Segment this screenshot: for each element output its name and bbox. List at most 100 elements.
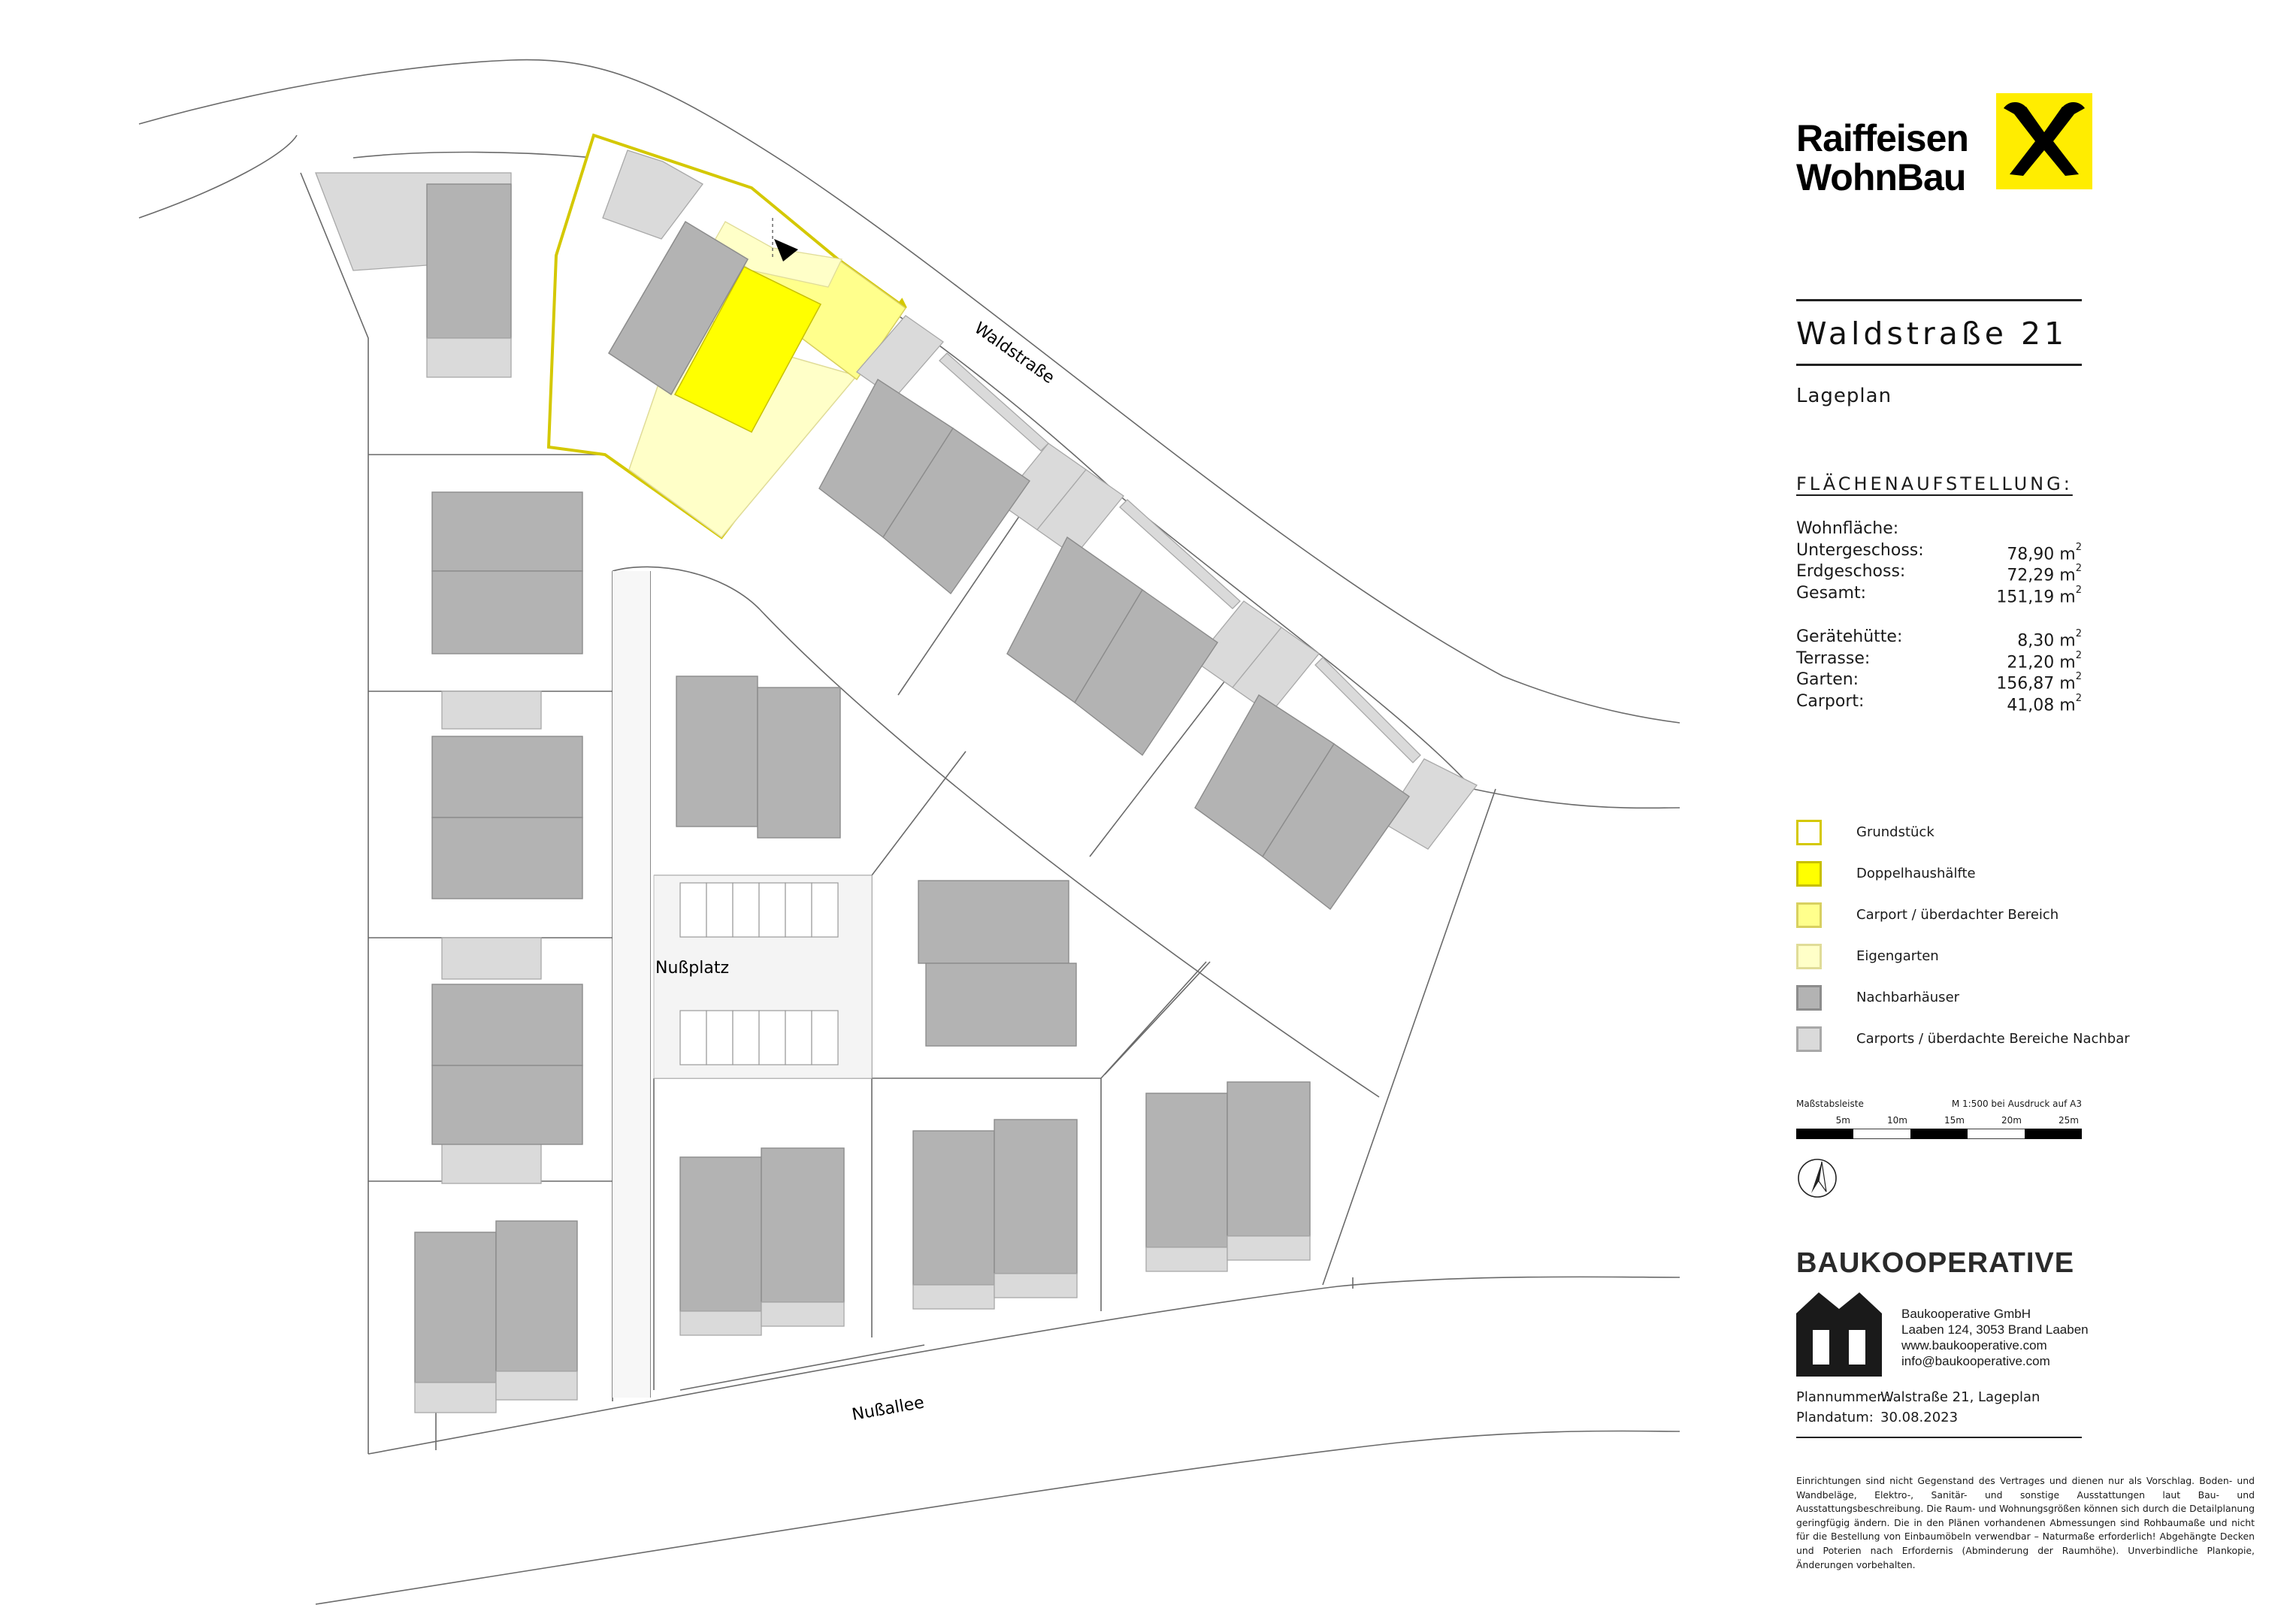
diagonal-lot-line <box>612 566 1380 1098</box>
area-label: Garten: <box>1796 670 1859 689</box>
scale-bar <box>1796 1129 2082 1139</box>
scale-note: M 1:500 bei Ausdruck auf A3 <box>1951 1099 2082 1109</box>
area-value: 151,19 m2 <box>1996 584 2082 606</box>
area-value: 156,87 m2 <box>1996 671 2082 694</box>
area-row: Gesamt: 151,19 m2 <box>1796 583 2082 606</box>
nussallee-north-edge <box>368 1276 1680 1455</box>
neighbor-terrace-northwest <box>426 337 512 378</box>
area-row: Garten: 156,87 m2 <box>1796 669 2082 694</box>
legend-item: Carports / überdachte Bereiche Nachbar <box>1796 1018 2217 1059</box>
nussallee-south-edge <box>315 1430 1680 1605</box>
neighbor-house-attached <box>607 220 749 396</box>
area-label: Erdgeschoss: <box>1796 562 1906 581</box>
area-label: Carport: <box>1796 691 1865 711</box>
scale-tick-label: 25m <box>2059 1115 2079 1126</box>
legend-label: Grundstück <box>1856 824 1935 840</box>
address-line: Laaben 124, 3053 Brand Laaben <box>1901 1322 2089 1337</box>
area-value: 78,90 m2 <box>2007 541 2082 564</box>
scale-tick-label: 15m <box>1944 1115 1965 1126</box>
area-row: Untergeschoss: 78,90 m2 <box>1796 540 2082 564</box>
waldstrasse-outer-edge <box>138 59 1680 724</box>
address-line: Baukooperative GmbH <box>1901 1307 2031 1321</box>
east-lot-edge <box>1322 788 1496 1289</box>
legend-label: Nachbarhäuser <box>1856 990 1960 1005</box>
area-value: 72,29 m2 <box>2007 563 2082 585</box>
legend-label: Doppelhaushälfte <box>1856 866 1976 881</box>
legend-swatch <box>1796 819 1822 845</box>
area-heading: FLÄCHENAUFSTELLUNG: <box>1796 473 2073 494</box>
site-plan-drawing: Waldstraße Nußallee Nußplatz <box>138 59 1680 1605</box>
entrance-arrow-icon <box>774 239 798 261</box>
footer-rule <box>1796 1437 2082 1438</box>
address-line: www.baukooperative.com <box>1901 1338 2047 1352</box>
scale-tick-label: 10m <box>1887 1115 1907 1126</box>
project-title: Waldstraße 21 <box>1796 316 2068 352</box>
legend-item: Eigengarten <box>1796 935 2217 977</box>
legend-swatch <box>1796 902 1822 928</box>
own-house <box>673 266 822 433</box>
legend-swatch <box>1796 943 1822 969</box>
neighbor-houses-west <box>414 491 583 1413</box>
brand-line-2: WohnBau <box>1796 156 1966 198</box>
raiffeisen-gable-cross-icon <box>1996 93 2092 189</box>
area-label: Untergeschoss: <box>1796 540 1924 560</box>
area-label: Gesamt: <box>1796 583 1866 603</box>
neighbor-carport-north <box>602 150 703 240</box>
plan-date-label: Plandatum: <box>1796 1410 1874 1425</box>
legend-item: Carport / überdachter Bereich <box>1796 894 2217 935</box>
plan-number-label: Plannummer.: <box>1796 1389 1890 1405</box>
area-label: Wohnfläche: <box>1796 519 1899 538</box>
scale-tick-label: 20m <box>2001 1115 2022 1126</box>
area-value: 41,08 m2 <box>2007 692 2082 715</box>
title-rule-bottom <box>1796 364 2082 366</box>
area-label: Gerätehütte: <box>1796 627 1903 646</box>
title-rule-top <box>1796 299 2082 301</box>
legend-label: Eigengarten <box>1856 948 1939 964</box>
west-boundary <box>300 172 369 1454</box>
brand-line-1: Raiffeisen <box>1796 117 1969 159</box>
legend-label: Carport / überdachter Bereich <box>1856 907 2059 923</box>
scale-caption-row: Maßstabsleiste M 1:500 bei Ausdruck auf … <box>1796 1099 2082 1109</box>
legend-item: Grundstück <box>1796 812 2217 853</box>
neighbor-houses-central <box>676 675 1311 1312</box>
area-row-wohnflaeche: Wohnfläche: <box>1796 518 2082 540</box>
area-table: Wohnfläche: Untergeschoss: 78,90 m2 Erdges… <box>1796 518 2082 715</box>
waldstrasse-inner-edge <box>138 134 1680 809</box>
plan-info: Plannummer.:Walstraße 21, Lageplan Pland… <box>1796 1387 2040 1428</box>
company-name: BAUKOOPERATIVE <box>1796 1247 2075 1279</box>
plan-number-value: Walstraße 21, Lageplan <box>1880 1389 2040 1405</box>
neighbor-carports-waldstrasse <box>856 315 1478 850</box>
footpath <box>613 571 650 1398</box>
area-row: Terrasse: 21,20 m2 <box>1796 648 2082 672</box>
neighbor-houses-waldstrasse <box>818 378 1410 911</box>
area-label: Terrasse: <box>1796 648 1871 668</box>
street-label-nussplatz: Nußplatz <box>655 959 729 978</box>
site-plan: Waldstraße Nußallee Nußplatz <box>138 59 1680 1605</box>
address-line: info@baukooperative.com <box>1901 1354 2050 1368</box>
area-group-living: Untergeschoss: 78,90 m2 Erdgeschoss: 72,29 … <box>1796 540 2082 606</box>
scale-tick-labels: 5m 10m 15m 20m 25m <box>1796 1115 2082 1127</box>
disclaimer: Einrichtungen sind nicht Gegenstand des … <box>1796 1475 2255 1570</box>
area-row: Gerätehütte:8,30 m2 <box>1796 627 2082 650</box>
brand-logo-text: Raiffeisen WohnBau <box>1796 117 1969 198</box>
area-value: 21,20 m2 <box>2007 649 2082 672</box>
street-lines <box>138 59 1680 1605</box>
parking-spaces <box>679 882 839 1065</box>
north-arrow-icon <box>1798 1159 1837 1198</box>
baukooperative-house-icon <box>1796 1292 1882 1377</box>
plan-date-value: 30.08.2023 <box>1880 1410 1959 1425</box>
street-label-nussallee: Nußallee <box>851 1393 926 1424</box>
neighbor-terraces-central <box>679 1235 1311 1336</box>
scale-tick-label: 5m <box>1835 1115 1850 1126</box>
legend-swatch <box>1796 860 1822 887</box>
legend-label: Carports / überdachte Bereiche Nachbar <box>1856 1031 2130 1047</box>
legend-swatch <box>1796 1026 1822 1052</box>
legend-item: Doppelhaushälfte <box>1796 853 2217 894</box>
neighbor-house-northwest <box>426 183 512 339</box>
legend-swatch <box>1796 984 1822 1011</box>
area-row: Carport: 41,08 m2 <box>1796 691 2082 715</box>
legend-item: Nachbarhäuser <box>1796 977 2217 1018</box>
title-block: Raiffeisen WohnBau Waldstraße 21 Lagepla… <box>1796 0 2255 1623</box>
